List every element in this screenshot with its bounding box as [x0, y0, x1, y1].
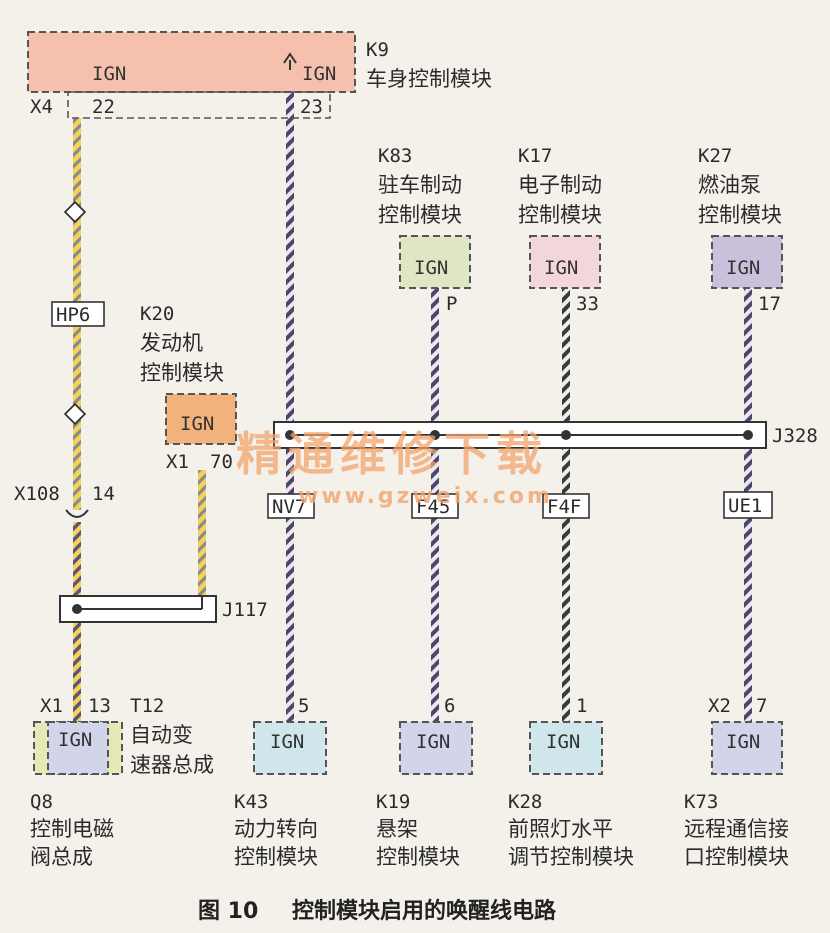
k20-line2: 控制模块 — [140, 361, 224, 385]
ue1-label: UE1 — [728, 495, 762, 517]
t12-connector: X1 — [40, 695, 63, 717]
x4-connector-outline — [67, 91, 331, 119]
k27-code: K27 — [698, 145, 732, 167]
ue1-tag — [723, 491, 773, 519]
k27-module-box — [711, 235, 783, 289]
k9-name: 车身控制模块 — [366, 67, 492, 91]
k73-connector: X2 — [708, 695, 731, 717]
k17-line1: 电子制动 — [518, 173, 602, 197]
t12-code: T12 — [130, 695, 164, 717]
k73-module-box — [711, 721, 783, 775]
k17-module-box — [529, 235, 601, 289]
k20-term: 70 — [210, 451, 233, 473]
k43-pin-ign: IGN — [270, 731, 304, 753]
hp6-label: HP6 — [56, 304, 90, 326]
k17-pin-ign: IGN — [544, 257, 578, 279]
k20-connector: X1 — [166, 451, 189, 473]
f45-label: F45 — [416, 496, 450, 518]
nv7-tag — [267, 493, 315, 519]
x108-label: X108 — [14, 483, 60, 505]
j328-node-3 — [561, 430, 571, 440]
k73-term: 7 — [756, 695, 767, 717]
x108-connector-icon — [65, 509, 89, 518]
k27-term: 17 — [758, 293, 781, 315]
t12-module-box — [47, 721, 109, 775]
j117-node — [72, 604, 82, 614]
j328-label: J328 — [772, 425, 818, 447]
j328-node-1 — [285, 430, 295, 440]
k28-code: K28 — [508, 791, 542, 813]
x4-label: X4 — [30, 96, 53, 118]
k27-pin-ign: IGN — [726, 257, 760, 279]
watermark-title: 精通维修下载 — [236, 427, 548, 481]
k73-line2: 口控制模块 — [684, 845, 789, 869]
x108-term: 14 — [92, 483, 115, 505]
k43-module-box — [253, 721, 327, 775]
k28-pin-ign: IGN — [546, 731, 580, 753]
t12-pin-ign: IGN — [58, 729, 92, 751]
k73-code: K73 — [684, 791, 718, 813]
k20-pin-ign: IGN — [180, 413, 214, 435]
inline-diamond-upper-icon — [63, 200, 87, 224]
wire-k9-pin23 — [286, 70, 294, 722]
k20-line1: 发动机 — [140, 331, 203, 355]
t12-line2: 速器总成 — [130, 753, 214, 777]
t12-term: 13 — [88, 695, 111, 717]
k83-module-box — [399, 235, 471, 289]
k19-line2: 控制模块 — [376, 845, 460, 869]
nv7-label: NV7 — [272, 496, 306, 518]
k43-line1: 动力转向 — [234, 817, 318, 841]
f4f-tag — [542, 493, 590, 519]
k83-term: P — [446, 293, 457, 315]
j328-node-4 — [743, 430, 753, 440]
q8-code: Q8 — [30, 791, 53, 813]
k27-line1: 燃油泵 — [698, 173, 761, 197]
k83-line1: 驻车制动 — [378, 173, 462, 197]
k83-code: K83 — [378, 145, 412, 167]
q8-line1: 控制电磁 — [30, 817, 114, 841]
k19-line1: 悬架 — [376, 817, 418, 841]
k19-module-box — [399, 721, 473, 775]
wire-k20 — [198, 470, 206, 600]
f4f-label: F4F — [547, 496, 581, 518]
k17-term: 33 — [576, 293, 599, 315]
k43-line2: 控制模块 — [234, 845, 318, 869]
k73-pin-ign: IGN — [726, 731, 760, 753]
j328-node-2 — [430, 430, 440, 440]
k9-code: K9 — [366, 39, 389, 61]
k43-code: K43 — [234, 791, 268, 813]
k17-code: K17 — [518, 145, 552, 167]
k20-module-box — [165, 393, 237, 445]
caption-figure-number: 图 10 — [198, 899, 258, 924]
inline-diamond-lower-icon — [63, 402, 87, 426]
k9-pin-ign-left: IGN — [92, 63, 126, 85]
k19-term: 6 — [444, 695, 455, 717]
caption-title: 控制模块启用的唤醒线电路 — [292, 898, 557, 924]
j117-label: J117 — [222, 599, 268, 621]
k27-line2: 控制模块 — [698, 203, 782, 227]
k17-line2: 控制模块 — [518, 203, 602, 227]
k43-term: 5 — [298, 695, 309, 717]
k9-pin-ign-right: IGN — [302, 63, 336, 85]
k19-code: K19 — [376, 791, 410, 813]
pin-22-label: 22 — [92, 96, 115, 118]
k20-code: K20 — [140, 303, 174, 325]
k83-line2: 控制模块 — [378, 203, 462, 227]
k28-line1: 前照灯水平 — [508, 817, 613, 841]
k28-term: 1 — [576, 695, 587, 717]
watermark-url: www.gzweix.com — [298, 484, 553, 509]
k73-line1: 远程通信接 — [684, 817, 789, 841]
k19-pin-ign: IGN — [416, 731, 450, 753]
f45-tag — [411, 493, 459, 519]
t12-line1: 自动变 — [130, 723, 193, 747]
hp6-tag — [51, 301, 105, 327]
k83-pin-ign: IGN — [414, 257, 448, 279]
wake-arrow-icon — [283, 52, 297, 70]
k28-module-box — [529, 721, 603, 775]
q8-line2: 阀总成 — [30, 845, 93, 869]
k28-line2: 调节控制模块 — [508, 845, 634, 869]
pin-23-label: 23 — [300, 96, 323, 118]
